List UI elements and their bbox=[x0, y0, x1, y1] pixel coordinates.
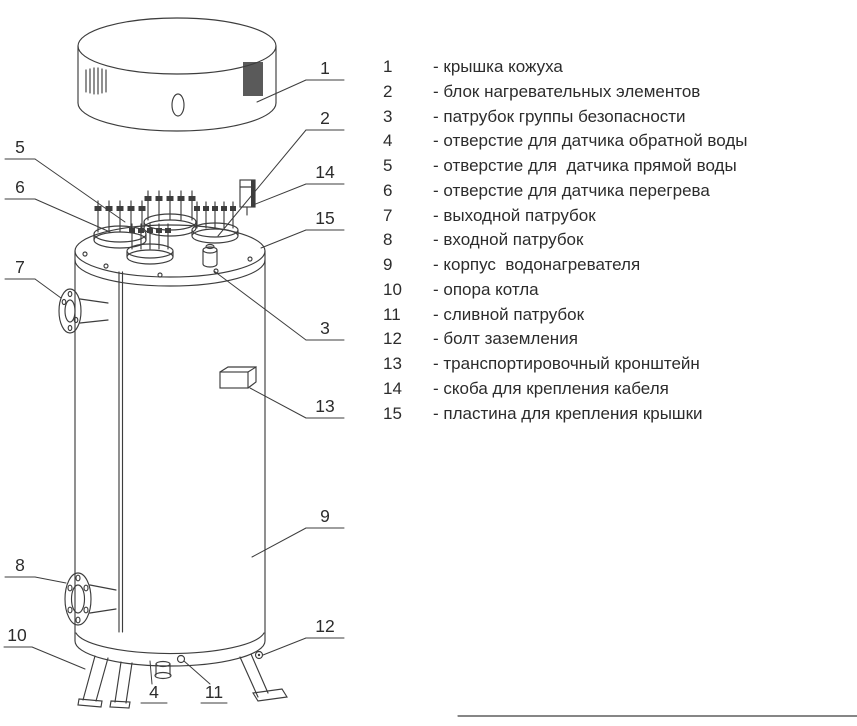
callout-12: 12 bbox=[262, 616, 345, 656]
legend-item-text: - входной патрубок bbox=[433, 230, 584, 250]
legend-item: 11 - сливной патрубок bbox=[383, 303, 853, 328]
legend-item-number: 10 bbox=[383, 279, 402, 299]
callout-9: 9 bbox=[251, 506, 345, 558]
legend-item: 10 - опора котла bbox=[383, 278, 853, 303]
callout-5-label: 5 bbox=[15, 137, 25, 157]
legend-item-text: - болт заземления bbox=[433, 329, 578, 349]
legend-item: 4 - отверстие для датчика обратной воды bbox=[383, 129, 853, 154]
callout-1: 1 bbox=[256, 58, 345, 103]
inlet-pipe-drawing bbox=[64, 572, 117, 626]
callout-2-label: 2 bbox=[320, 108, 330, 128]
cable-bracket-drawing bbox=[239, 179, 256, 216]
callout-13-label: 13 bbox=[315, 396, 334, 416]
callout-5: 5 bbox=[4, 137, 126, 223]
legend-item-text: - выходной патрубок bbox=[433, 205, 596, 225]
legend-item-number: 6 bbox=[383, 180, 393, 200]
legend-item-number: 12 bbox=[383, 329, 402, 349]
legend-item-number: 14 bbox=[383, 378, 402, 398]
drain-pipe-drawing bbox=[154, 654, 186, 680]
callout-6-label: 6 bbox=[15, 177, 25, 197]
legend-item: 8 - входной патрубок bbox=[383, 228, 853, 253]
callout-12-label: 12 bbox=[315, 616, 334, 636]
legend-item-number: 5 bbox=[383, 156, 393, 175]
legend-item-text: - корпус водонагревателя bbox=[433, 255, 641, 274]
cap-vent-right bbox=[243, 62, 263, 96]
legend-item-text: - отверстие для датчика перегрева bbox=[433, 180, 710, 200]
legend-item: 9 - корпус водонагревателя bbox=[383, 253, 853, 278]
legend-item: 13 - транспортировочный кронштейн bbox=[383, 352, 853, 377]
legend-item-text: - скоба для крепления кабеля bbox=[433, 378, 669, 398]
sensor-opening bbox=[176, 654, 186, 664]
callout-11: 11 bbox=[183, 660, 228, 704]
callout-11-label: 11 bbox=[205, 682, 223, 702]
legend: 1 - крышка кожуха 2 - блок нагревательных … bbox=[383, 55, 853, 426]
legs-drawing bbox=[77, 650, 288, 709]
legend-item: 6 - отверстие для датчика перегрева bbox=[383, 179, 853, 204]
legend-item-text: - пластина для крепления крышки bbox=[433, 403, 703, 423]
callout-10: 10 bbox=[3, 625, 86, 670]
callout-1-label: 1 bbox=[320, 58, 330, 78]
callout-9-label: 9 bbox=[320, 506, 330, 526]
legend-item: 7 - выходной патрубок bbox=[383, 204, 853, 229]
legend-item-text: - транспортировочный кронштейн bbox=[433, 354, 700, 373]
legend-item-text: - блок нагревательных элементов bbox=[433, 81, 701, 101]
callout-15: 15 bbox=[260, 208, 345, 249]
safety-port-drawing bbox=[202, 243, 218, 268]
legend-item: 1 - крышка кожуха bbox=[383, 55, 853, 80]
legend-item: 3 - патрубок группы безопасности bbox=[383, 105, 853, 130]
tank-body-drawing bbox=[74, 224, 266, 667]
grounding-bolt-center bbox=[257, 653, 261, 657]
legend-item-number: 9 bbox=[383, 255, 393, 274]
callout-4-label: 4 bbox=[149, 682, 159, 702]
cap-cover-drawing bbox=[77, 17, 277, 132]
callout-15-label: 15 bbox=[315, 208, 334, 228]
callout-8-label: 8 bbox=[15, 555, 25, 575]
callout-13: 13 bbox=[249, 387, 345, 419]
legend-item-text: - опора котла bbox=[433, 279, 539, 299]
legend-item-text: - крышка кожуха bbox=[433, 57, 563, 76]
legend-item-text: - отверстие для датчика прямой воды bbox=[433, 156, 737, 175]
legend-item-text: - отверстие для датчика обратной воды bbox=[433, 131, 748, 151]
legend-item-text: - патрубок группы безопасности bbox=[433, 106, 686, 126]
callout-10-label: 10 bbox=[7, 625, 27, 645]
callouts: 1 2 14 15 3 13 bbox=[3, 58, 345, 704]
callout-6: 6 bbox=[4, 177, 111, 233]
legend-item: 15 - пластина для крепления крышки bbox=[383, 402, 853, 427]
legend-item: 14 - скоба для крепления кабеля bbox=[383, 377, 853, 402]
callout-8: 8 bbox=[4, 555, 67, 584]
callout-7: 7 bbox=[4, 257, 62, 299]
legend-item-number: 3 bbox=[383, 106, 393, 126]
legend-item-number: 15 bbox=[383, 403, 402, 423]
callout-4: 4 bbox=[140, 660, 168, 704]
callout-3-label: 3 bbox=[320, 318, 330, 338]
callout-3: 3 bbox=[213, 270, 345, 341]
callout-14: 14 bbox=[252, 162, 345, 206]
callout-2: 2 bbox=[217, 108, 345, 237]
legend-item-text: - сливной патрубок bbox=[433, 304, 585, 324]
legend-item: 12 - болт заземления bbox=[383, 327, 853, 352]
outlet-pipe-drawing bbox=[58, 288, 109, 334]
legend-item-number: 11 bbox=[383, 304, 401, 324]
legend-item-number: 13 bbox=[383, 354, 402, 373]
legend-item-number: 1 bbox=[383, 57, 393, 76]
callout-7-label: 7 bbox=[15, 257, 25, 277]
legend-item: 5 - отверстие для датчика прямой воды bbox=[383, 154, 853, 179]
transport-bracket-drawing bbox=[219, 365, 257, 389]
legend-item-number: 4 bbox=[383, 131, 393, 151]
heating-elements-drawing bbox=[93, 190, 239, 265]
legend-item-number: 8 bbox=[383, 230, 393, 250]
legend-item-number: 7 bbox=[383, 205, 393, 225]
legend-item-number: 2 bbox=[383, 81, 393, 101]
legend-item: 2 - блок нагревательных элементов bbox=[383, 80, 853, 105]
callout-14-label: 14 bbox=[315, 162, 335, 182]
cap-vent-left bbox=[85, 67, 107, 95]
